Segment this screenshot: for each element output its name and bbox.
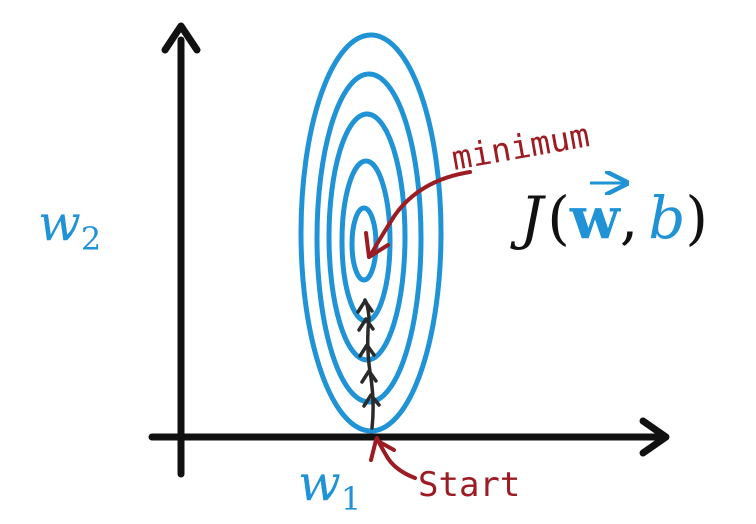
- y-axis-arrowhead: [161, 22, 201, 54]
- x-axis-label-base: w: [298, 454, 341, 512]
- open-paren: (: [547, 184, 570, 252]
- start-label: Start: [418, 465, 520, 505]
- vector-var: w: [569, 184, 622, 252]
- start-pointer: [369, 436, 417, 480]
- contour-lines: [298, 32, 444, 434]
- x-axis-label-sub: 1: [341, 480, 361, 518]
- contour-ring-5: [349, 205, 379, 283]
- path-arrow-2: [360, 369, 378, 384]
- minimum-label: minimum: [449, 115, 593, 178]
- separator: ,: [620, 184, 638, 252]
- contour-ring-2: [314, 71, 424, 405]
- axes: [148, 22, 670, 478]
- path-arrow-3: [358, 343, 376, 358]
- svg-text:J(w,b): J(w,b): [510, 184, 708, 252]
- y-axis-label: w2: [38, 194, 101, 258]
- y-axis-label-sub: 2: [81, 220, 101, 258]
- path-arrow-5: [356, 299, 374, 314]
- x-axis-label: w1: [298, 454, 361, 518]
- cost-function-label: J(w,b): [510, 183, 708, 252]
- func-name: J: [510, 184, 546, 252]
- path-arrow-1: [362, 393, 381, 408]
- close-paren: ): [685, 184, 708, 252]
- scalar-var: b: [648, 184, 685, 252]
- contour-ring-1: [298, 32, 444, 434]
- y-axis-label-base: w: [38, 194, 81, 252]
- path-arrow-4: [357, 317, 375, 332]
- descent-path: [356, 298, 381, 430]
- minimum-pointer: [364, 170, 472, 259]
- x-axis-arrowhead: [639, 417, 670, 457]
